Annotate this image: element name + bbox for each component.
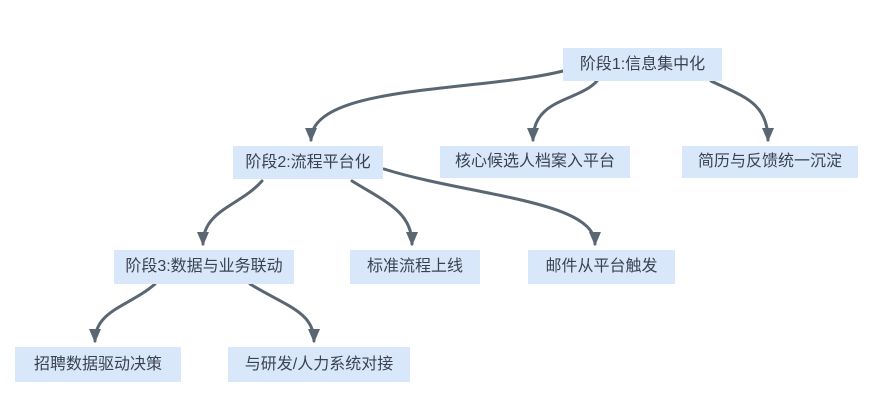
- node-stage2[interactable]: 阶段2:流程平台化: [233, 146, 383, 179]
- node-resume-feedback-sink[interactable]: 简历与反馈统一沉淀: [682, 146, 858, 178]
- node-rd-hr-system-integration[interactable]: 与研发/人力系统对接: [228, 347, 410, 382]
- node-mail-platform-trigger[interactable]: 邮件从平台触发: [528, 250, 675, 284]
- node-recruit-data-decision[interactable]: 招聘数据驱动决策: [15, 347, 181, 382]
- edge-stage1-resume-feedback: [709, 79, 774, 142]
- edge-stage2-stage3: [197, 179, 264, 246]
- node-stage3[interactable]: 阶段3:数据与业务联动: [114, 250, 294, 284]
- edge-stage2-mail-trigger: [382, 167, 601, 246]
- edge-stage1-core-archive: [527, 79, 599, 142]
- node-standard-process-online[interactable]: 标准流程上线: [350, 250, 480, 284]
- edge-stage3-data-decision: [89, 282, 157, 343]
- edge-stage3-rd-integration: [248, 282, 320, 343]
- edge-stage1-stage2: [305, 69, 565, 142]
- node-core-candidate-archive[interactable]: 核心候选人档案入平台: [440, 146, 630, 178]
- edge-stage2-standard: [350, 179, 418, 246]
- node-stage1[interactable]: 阶段1:信息集中化: [563, 48, 722, 81]
